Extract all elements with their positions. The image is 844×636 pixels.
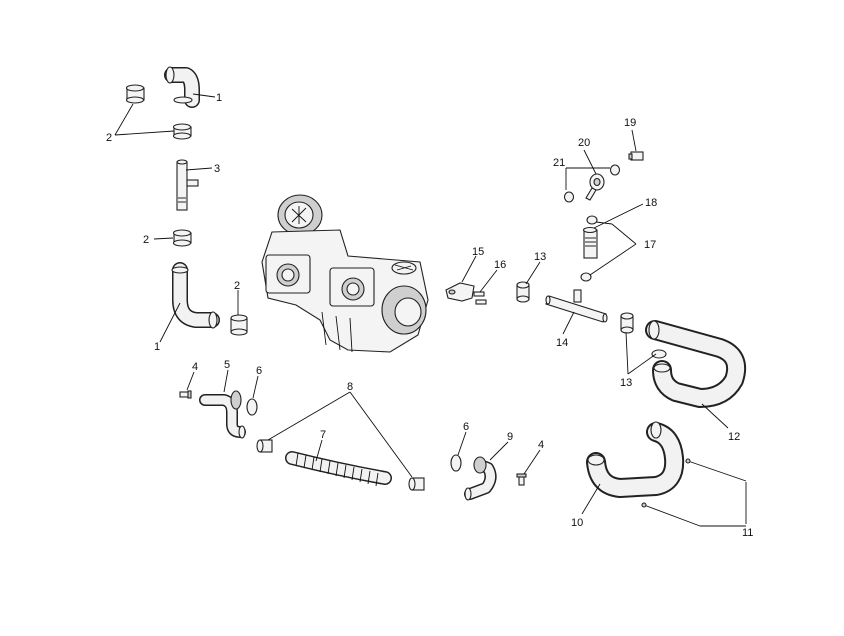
coolant-hose-12 xyxy=(645,320,747,408)
bracket-15 xyxy=(445,282,475,302)
tee-fitting-3 xyxy=(176,159,199,211)
callout-18: 18 xyxy=(645,197,657,209)
callout-13-lower: 13 xyxy=(620,377,632,389)
o-ring-17-upper xyxy=(586,215,598,225)
callout-4-left: 4 xyxy=(192,361,198,373)
tee-fitting-14 xyxy=(545,289,608,323)
nipple-18 xyxy=(582,226,598,259)
callout-2-middle: 2 xyxy=(143,234,149,246)
bolt-16 xyxy=(473,291,487,305)
hose-clamp-ring-middle xyxy=(172,229,192,247)
o-ring-6-left xyxy=(246,398,258,416)
banjo-fitting-20 xyxy=(585,173,605,201)
callout-11: 11 xyxy=(742,527,753,539)
callout-4-right: 4 xyxy=(538,439,544,451)
callout-10: 10 xyxy=(571,517,583,529)
washer-21-left xyxy=(563,191,575,203)
hose-sleeve-8-right xyxy=(408,477,425,491)
throttle-body-assembly xyxy=(261,194,429,353)
callout-9: 9 xyxy=(507,431,513,443)
hose-clamp-ring-13-a xyxy=(516,281,530,303)
elbow-hose-upper xyxy=(164,66,200,108)
hose-clamp-ring-upper-right xyxy=(172,123,192,140)
hose-clamp-ring-upper-left xyxy=(125,84,145,104)
callout-8: 8 xyxy=(347,381,353,393)
coolant-hose-10 xyxy=(586,421,685,498)
callout-6-right: 6 xyxy=(463,421,469,433)
callout-20: 20 xyxy=(578,137,590,149)
o-ring-17-lower xyxy=(580,272,592,282)
callout-7: 7 xyxy=(320,429,326,441)
callout-15: 15 xyxy=(472,246,484,258)
callout-1-upper: 1 xyxy=(216,92,222,104)
bolt-4-right xyxy=(516,473,527,486)
outlet-fitting-9 xyxy=(464,456,497,501)
rod-11-upper xyxy=(685,458,747,482)
corrugated-hose-7 xyxy=(285,451,392,487)
callout-5: 5 xyxy=(224,359,230,371)
callout-labels: 1 2 3 2 2 1 4 5 6 8 7 6 9 4 10 11 12 13 … xyxy=(106,92,753,539)
callout-16: 16 xyxy=(494,259,506,271)
callout-21: 21 xyxy=(553,157,565,169)
callout-13-upper: 13 xyxy=(534,251,546,263)
outlet-fitting-5 xyxy=(199,390,246,439)
hose-sleeve-8-left xyxy=(256,439,273,453)
hose-clamp-ring-13-c xyxy=(651,349,667,359)
callout-17: 17 xyxy=(644,239,656,251)
bolt-4-left xyxy=(179,390,192,399)
callout-12: 12 xyxy=(728,431,740,443)
washer-21-right xyxy=(609,164,621,176)
elbow-hose-lower xyxy=(171,262,220,329)
callout-3: 3 xyxy=(214,163,220,175)
callout-2-lower: 2 xyxy=(234,280,240,292)
callout-14: 14 xyxy=(556,337,568,349)
hose-clamp-ring-lower xyxy=(230,314,248,336)
rod-11-lower xyxy=(641,502,701,527)
leader-lines xyxy=(114,93,747,527)
callout-6-left: 6 xyxy=(256,365,262,377)
fitting-19 xyxy=(628,151,644,161)
callout-1-lower: 1 xyxy=(154,341,160,353)
callout-19: 19 xyxy=(624,117,636,129)
hose-clamp-ring-13-b xyxy=(620,312,634,334)
callout-2-upper: 2 xyxy=(106,132,112,144)
o-ring-6-right xyxy=(450,454,462,472)
